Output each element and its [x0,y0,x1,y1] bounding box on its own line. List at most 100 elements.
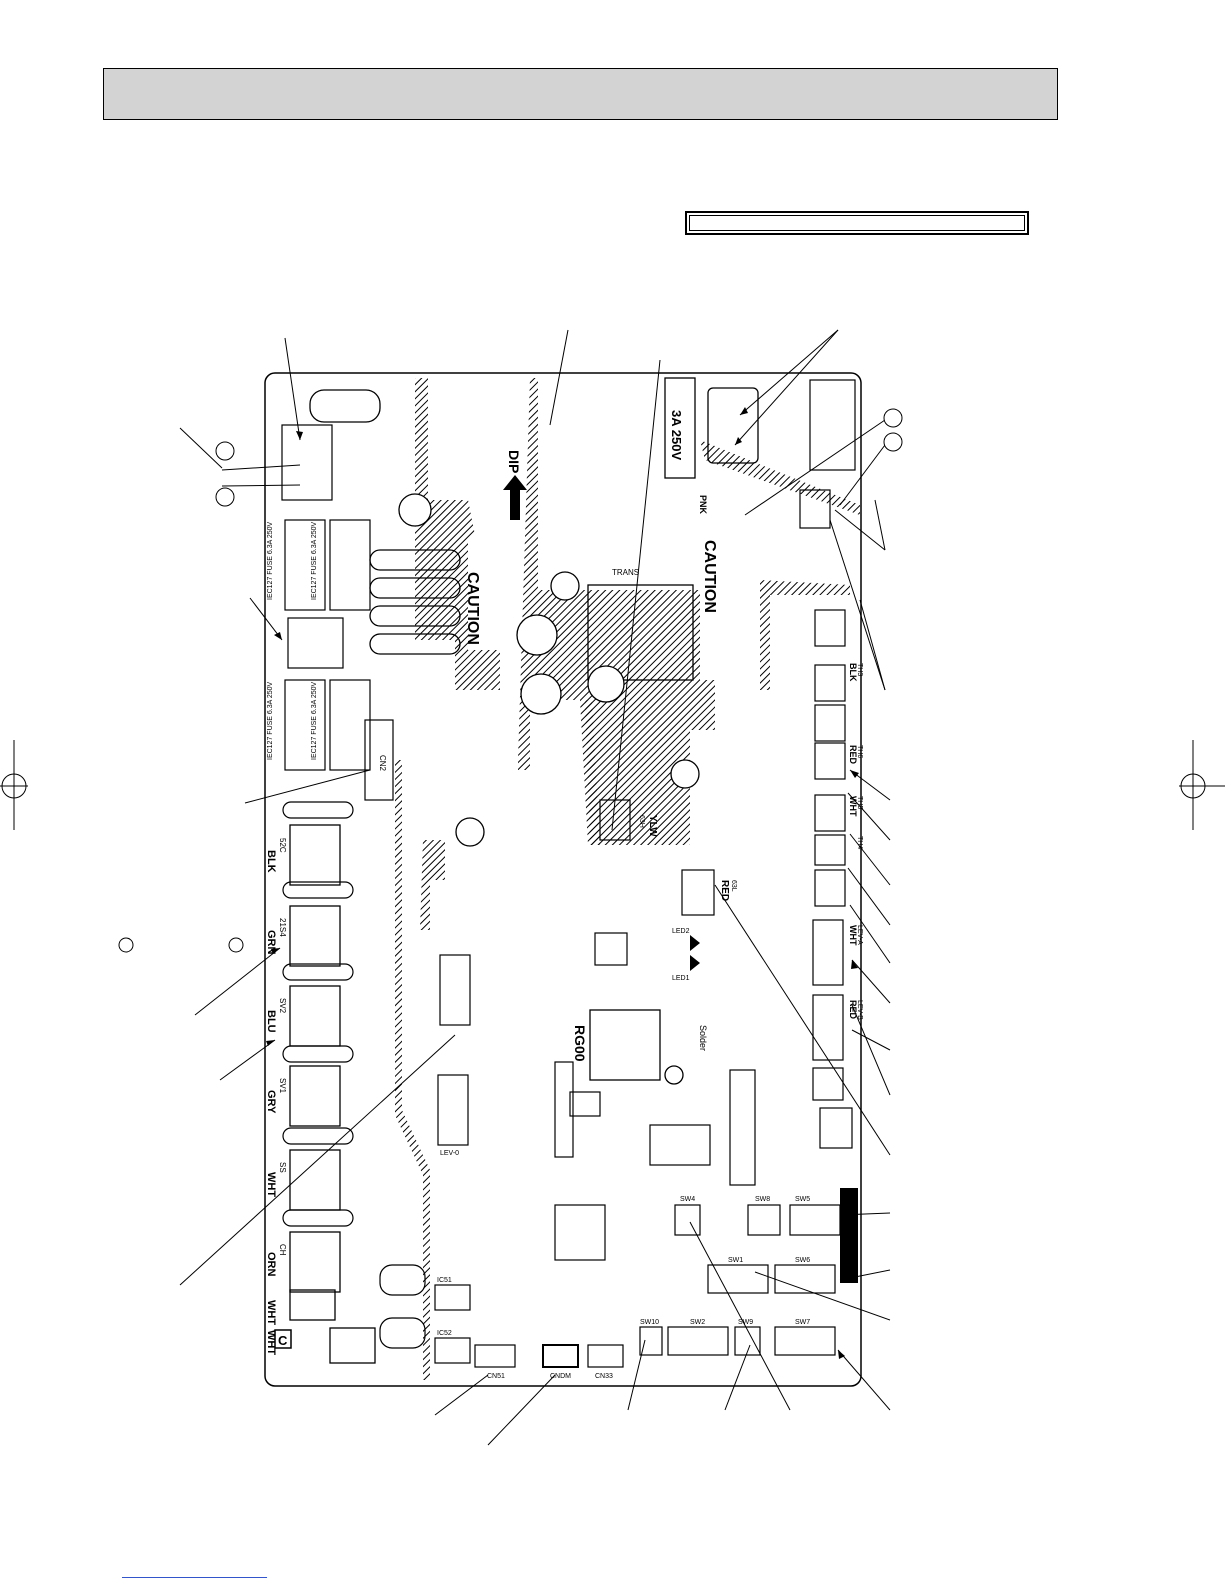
capacitor-c52 [707,387,759,464]
conn-th6-color: RED [848,745,858,765]
fuse-label-4: IEC127 FUSE 6.3A 250V [311,681,318,760]
connector-cn33 [587,1344,624,1368]
switch-sw1 [707,1264,769,1294]
sw7-label: SW7 [795,1319,810,1326]
ic52-label: IC52 [437,1330,452,1337]
section-title-bar [103,68,1058,120]
conn-63l-color: RED [719,880,730,901]
conn-mf2-color: WHT [265,1330,277,1355]
conn-th4-id: TH4 [856,836,863,849]
conn-levb-id: LEV-B [856,1000,863,1020]
ic11 [649,1124,711,1166]
bottom-connectors [474,1344,624,1368]
conn-th5-id: TH5 [856,796,863,809]
conn-ss-color: WHT [265,1172,277,1197]
registration-mark-right [1179,740,1225,830]
sw10-label: SW10 [640,1319,659,1326]
fuse-label-3: IEC127 FUSE 6.3A 250V [267,681,274,760]
conn-63l-id: 63L [730,880,737,892]
conn-sv1-color: GRY [265,1090,277,1114]
conn-th6-id: TH6 [856,745,863,758]
conn-levb-color: RED [848,1000,858,1020]
callout-circles [118,408,903,953]
conn-21s4-id: 21S4 [278,918,287,937]
connector-black-bar [840,1188,858,1283]
cn51-label: CN51 [487,1373,505,1380]
sw5-label: SW5 [795,1196,810,1203]
conn-52c-id: 52C [278,838,287,853]
conn-cn2-id: CN2 [378,755,387,772]
conn-sv1-id: SV1 [278,1078,287,1094]
conn-sv2-color: BLU [265,1010,277,1033]
link-underline [122,1577,267,1578]
conn-63h-color: YLW [647,815,658,837]
dip-label: DIP [506,450,522,473]
sw6-label: SW6 [795,1257,810,1264]
connector-cnm [729,1069,756,1186]
ic51-body [434,1284,471,1311]
led2-icon [690,935,700,951]
connector-cn2 [364,719,394,801]
conn-th7-color: PNK [698,495,708,515]
conn-th5-color: WHT [848,796,858,817]
ic51 [379,1264,426,1296]
corner-mark [274,1329,292,1349]
cndm-label: CNDM [550,1373,571,1380]
conn-mf1-color: WHT [265,1300,277,1325]
main-fuse [664,377,696,479]
conn-leva-color: WHT [848,925,858,946]
model-code: RG00 [572,1025,588,1062]
caution-label-right: CAUTION [701,540,718,613]
conn-ch-color: ORN [265,1252,277,1277]
conn-th3-color: BLK [848,663,858,682]
resistor-array [369,549,461,655]
trans-label: TRANS [612,568,639,577]
connector-lev0 [437,1074,469,1146]
switch-sw8 [747,1204,781,1236]
conn-sv2-id: SV2 [278,998,287,1014]
right-connectors [799,489,853,1149]
electrolytic-capacitors [398,493,700,1085]
switch-sw2 [667,1326,729,1356]
fuse-label-1: IEC127 FUSE 6.3A 250V [267,521,274,600]
ic52 [379,1317,426,1349]
switch-sw4 [674,1204,701,1236]
led-pair [690,935,700,971]
led2-label: LED2 [672,928,690,935]
sw9-label: SW9 [738,1319,753,1326]
fuse-blocks [284,519,371,771]
pcb-outline [264,372,862,1387]
conn-21s4-color: GRN [265,930,277,955]
dip-arrow-icon [503,475,527,520]
ic52-body [434,1337,471,1364]
led3-block [554,1204,606,1261]
sw4-label: SW4 [680,1196,695,1203]
connector-63l [681,869,715,916]
conn-52c-color: BLK [265,850,277,873]
ic51-label: IC51 [437,1277,452,1284]
isolation-hatching [395,378,860,1380]
cn33-label: CN33 [595,1373,613,1380]
main-fuse-label: 3A 250V [669,410,684,460]
conn-leva-id: LEV-A [856,925,863,945]
fuse-label-2: IEC127 FUSE 6.3A 250V [311,521,318,600]
capacitor-c73 [309,389,381,423]
led1-label: LED1 [672,975,690,982]
connector-top-right [809,379,856,471]
solder-label: Solder [698,1025,708,1051]
led1-icon [690,955,700,971]
transformer [587,584,694,681]
registration-mark-left [0,740,28,830]
ic02 [594,932,628,966]
switch-sw9 [734,1326,761,1356]
conn-63h-id: 63H [638,815,645,828]
sw1-label: SW1 [728,1257,743,1264]
switch-sw10 [639,1326,663,1356]
connector-top-left [281,424,333,501]
film-capacitors [282,801,354,1227]
sw8-label: SW8 [755,1196,770,1203]
callout-lines [179,329,891,1446]
ic-rg00-package [554,1061,574,1158]
switch-sw7 [774,1326,836,1356]
